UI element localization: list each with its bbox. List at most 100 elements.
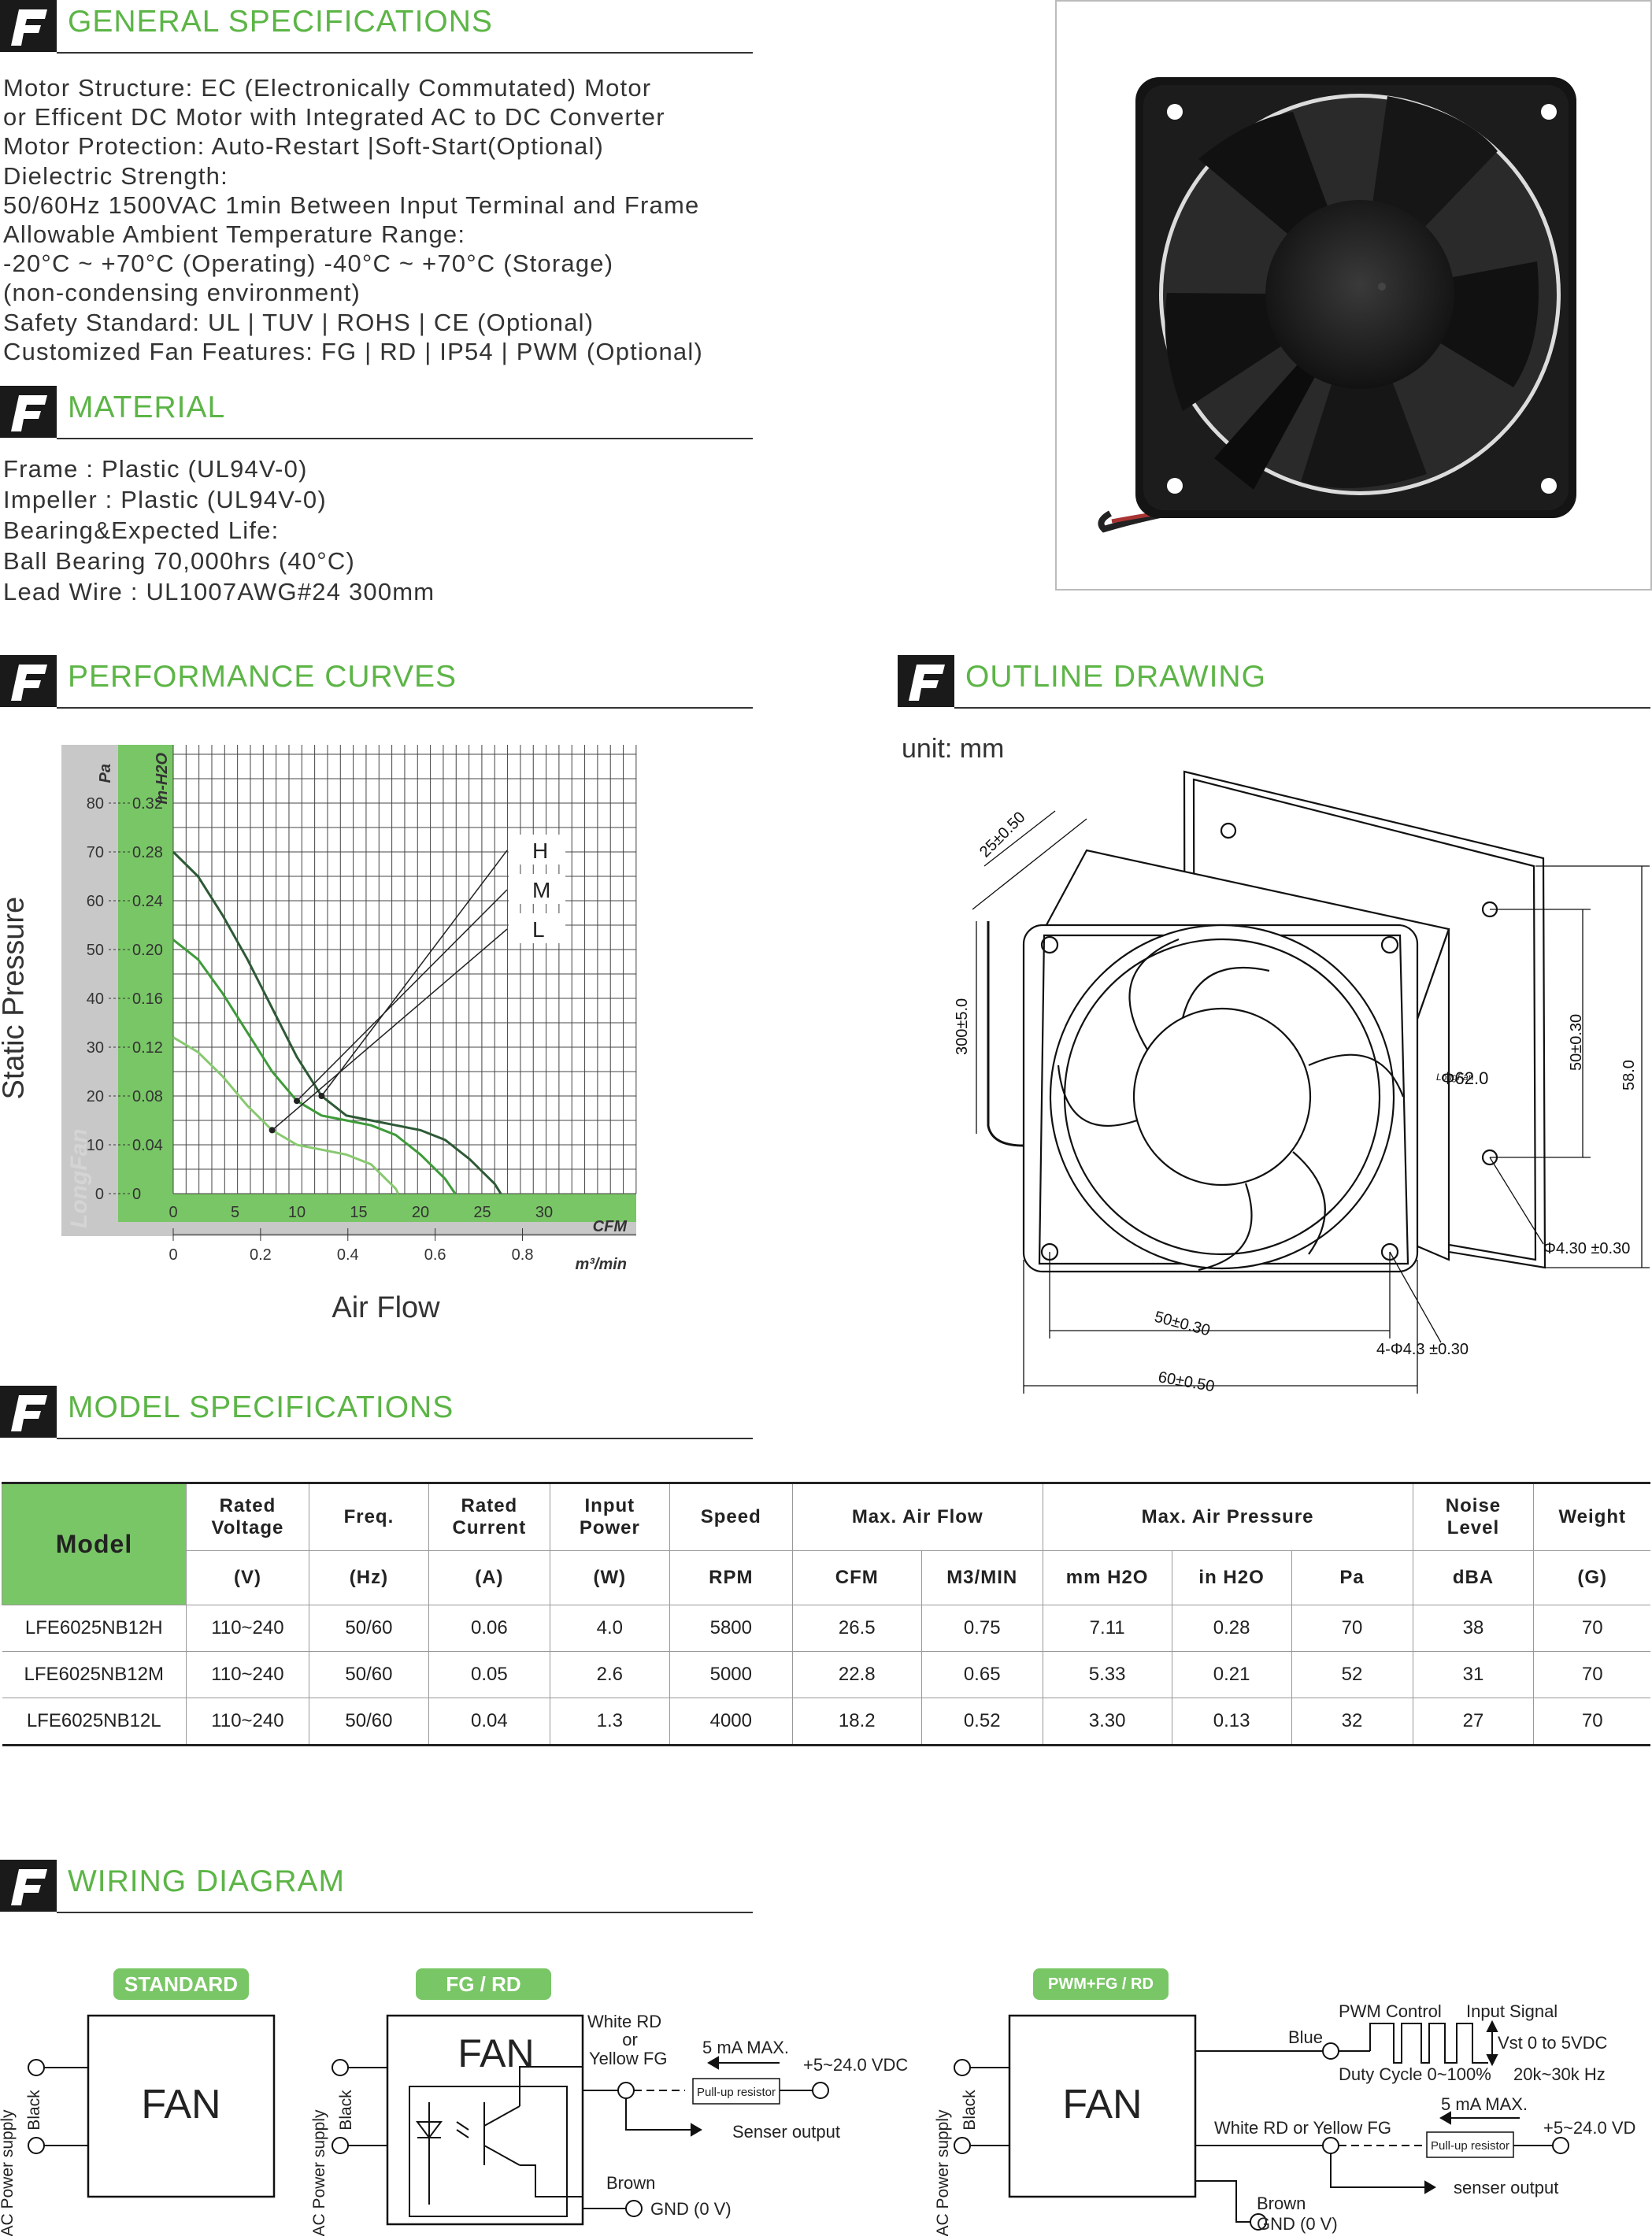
- dim-diameter: Φ62.0: [1441, 1068, 1488, 1088]
- section-title: OUTLINE DRAWING: [965, 660, 1266, 694]
- divider: [57, 438, 753, 439]
- inh2o-unit-label: In-H2O: [154, 753, 171, 805]
- cfm-axis-band: [118, 1194, 636, 1222]
- brand-mark: LongFan: [1436, 1072, 1474, 1083]
- curve-m: [172, 939, 457, 1194]
- header-current: Rated Current: [428, 1482, 550, 1551]
- watermark-logo: LongFan: [66, 1128, 92, 1228]
- spec-line: -20°C ~ +70°C (Operating) -40°C ~ +70°C …: [3, 250, 614, 278]
- section-title: MODEL SPECIFICATIONS: [68, 1390, 454, 1424]
- ac-power-label: AC Power supply: [934, 2109, 952, 2236]
- inh2o-tick-label: 0.20: [132, 942, 163, 959]
- dim-width: 60±0.50: [1157, 1368, 1216, 1395]
- cell: 18.2: [791, 1698, 922, 1746]
- senser-output-label: Senser output: [732, 2122, 840, 2142]
- header-noise: Noise Level: [1412, 1482, 1534, 1551]
- cfm-tick-label: 20: [412, 1204, 429, 1221]
- pa-tick-label: 0: [95, 1186, 104, 1203]
- header-voltage: Rated Voltage: [185, 1482, 309, 1551]
- white-rd-label: White RD: [587, 2012, 661, 2031]
- inh2o-tick-label: 0.16: [132, 990, 163, 1008]
- curve-label-bg: [509, 874, 565, 904]
- material-line: Bearing&Expected Life:: [3, 516, 280, 544]
- terminal: [1552, 2137, 1569, 2154]
- header-speed: Speed: [669, 1482, 793, 1551]
- cell: 70: [1533, 1698, 1650, 1746]
- section-title: GENERAL SPECIFICATIONS: [68, 5, 493, 39]
- y-axis-title: Static Pressure: [0, 896, 31, 1100]
- spec-line: Allowable Ambient Temperature Range:: [3, 220, 466, 249]
- pa-tick-label: 40: [87, 990, 104, 1008]
- ticks: 807060504030201000.320.280.240.200.160.1…: [87, 795, 636, 1264]
- ac-power-label: AC Power supply: [0, 2109, 17, 2236]
- gnd-label: GND (0 V): [1257, 2214, 1338, 2234]
- cell: 70: [1533, 1651, 1650, 1698]
- pa-tick-label: 20: [87, 1088, 104, 1105]
- dim-mounting-holes: 4-Φ4.3 ±0.30: [1376, 1341, 1469, 1358]
- curve-label-bg: [509, 913, 565, 943]
- brand-f-icon: [898, 655, 954, 707]
- cell: 0.75: [920, 1605, 1043, 1652]
- spec-line: Safety Standard: UL | TUV | ROHS | CE (O…: [3, 308, 594, 336]
- fan-product-photo: [1055, 0, 1652, 591]
- divider: [57, 707, 753, 709]
- section-title: PERFORMANCE CURVES: [68, 660, 457, 694]
- dim-lead: 300±5.0: [954, 998, 971, 1055]
- brand-f-icon: [0, 386, 57, 438]
- black-wire-label: Black: [25, 2090, 43, 2131]
- divider: [57, 1912, 753, 1913]
- inh2o-tick-label: 0.28: [132, 844, 163, 861]
- terminal: [625, 2200, 643, 2217]
- wiring-section-header: WIRING DIAGRAM: [0, 1860, 753, 1916]
- pwm-control-label: PWM Control: [1339, 2001, 1442, 2021]
- inh2o-tick-label: 0: [132, 1186, 141, 1203]
- curve-leader-arrowhead: [269, 1127, 276, 1134]
- inh2o-tick-label: 0.32: [132, 795, 163, 813]
- general-spec-list: Motor Structure: EC (Electronically Comm…: [3, 73, 703, 366]
- standard-fan-box: [87, 2014, 276, 2198]
- spec-line: 50/60Hz 1500VAC 1min Between Input Termi…: [3, 191, 700, 219]
- inh2o-tick-label: 0.24: [132, 893, 163, 910]
- inh2o-tick-label: 0.04: [132, 1137, 163, 1154]
- cell: LFE6025NB12H: [2, 1605, 187, 1652]
- spec-line: (non-condensing environment): [3, 279, 361, 307]
- pull-up-label: Pull-up resistor: [697, 2086, 776, 2099]
- black-wire-label: Black: [337, 2090, 355, 2131]
- cell: 0.65: [920, 1651, 1043, 1698]
- cell: 50/60: [308, 1605, 429, 1652]
- white-or-yellow-label: White RD or Yellow FG: [1214, 2118, 1391, 2138]
- terminal: [812, 2082, 829, 2099]
- general-section-header: GENERAL SPECIFICATIONS: [0, 0, 753, 57]
- header-airflow: Max. Air Flow: [791, 1482, 1043, 1551]
- dim-hole-small: Φ4.30 ±0.30: [1543, 1240, 1630, 1257]
- outline-drawing: LongFan 25±0.50 300±5.0 Φ62.0 50±0.30 58…: [898, 756, 1652, 1417]
- spec-line: Motor Structure: EC (Electronically Comm…: [3, 74, 652, 102]
- terminal: [28, 2137, 45, 2154]
- unit-cell: in H2O: [1171, 1550, 1292, 1605]
- brown-label: Brown: [1257, 2194, 1306, 2213]
- cell: 22.8: [791, 1651, 922, 1698]
- header-freq: Freq.: [308, 1482, 429, 1551]
- cfm-tick-label: 25: [473, 1204, 491, 1221]
- terminal: [1250, 2213, 1267, 2231]
- wiring-diagram: FAN AC Power supply Black FAN AC Power s…: [0, 2000, 1652, 2237]
- in-h2o-axis-band: [118, 745, 173, 1194]
- cell: 0.21: [1171, 1651, 1292, 1698]
- header-power: Input Power: [549, 1482, 670, 1551]
- ac-power-label: AC Power supply: [310, 2109, 328, 2236]
- cfm-tick-label: 5: [231, 1204, 239, 1221]
- section-title: MATERIAL: [68, 391, 226, 424]
- spec-line: or Efficent DC Motor with Integrated AC …: [3, 103, 665, 131]
- cell: 0.52: [920, 1698, 1043, 1746]
- cell: 70: [1291, 1605, 1413, 1652]
- pa-tick-label: 50: [87, 942, 104, 959]
- cell: 50/60: [308, 1651, 429, 1698]
- pa-tick-label: 80: [87, 795, 104, 813]
- unit-label: unit: mm: [902, 734, 1005, 764]
- cell: 110~240: [185, 1651, 309, 1698]
- terminal: [332, 2059, 349, 2076]
- terminal: [332, 2137, 349, 2154]
